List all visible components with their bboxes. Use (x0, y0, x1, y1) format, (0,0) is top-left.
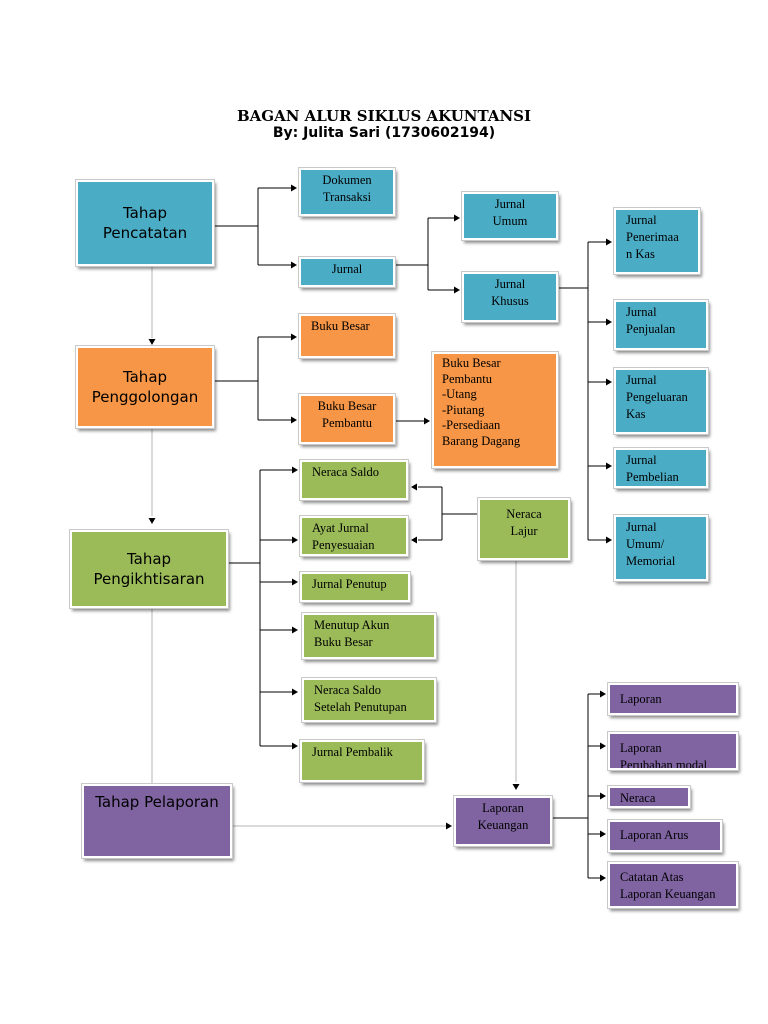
box-jurnal-label: Jurnal (331, 262, 363, 276)
arrow-jurnal-khusus (454, 286, 460, 294)
box-buku-besar-pembantu-label: Buku Besar Pembantu (317, 399, 377, 430)
box-jurnal-umum-memorial-label: Jurnal Umum/ Memorial (626, 520, 676, 568)
box-catatan-atas-laporan-keuangan: Catatan Atas Laporan Keuangan (607, 861, 739, 909)
box-jurnal-pembalik-label: Jurnal Pembalik (312, 745, 393, 759)
box-laporan-arus-label: Laporan Arus (620, 828, 689, 842)
arrow-pengeluaran-kas (606, 378, 612, 386)
box-dokumen-transaksi: Dokumen Transaksi (298, 167, 396, 217)
arrow-laporan-arus (600, 830, 606, 838)
box-dokumen-transaksi-label: Dokumen Transaksi (322, 173, 372, 204)
box-neraca-saldo: Neraca Saldo (299, 459, 409, 501)
arrow-to-penggolongan (148, 339, 156, 345)
box-catatan-atas-laporan-keuangan-label: Catatan Atas Laporan Keuangan (620, 870, 716, 901)
box-neraca-saldo-setelah-penutupan: Neraca Saldo Setelah Penutupan (301, 677, 437, 723)
arrow-neraca (600, 792, 606, 800)
box-laporan: Laporan (607, 682, 739, 716)
stage-penggolongan: Tahap Penggolongan (75, 345, 215, 429)
arrow-laporan-perubahan-modal (600, 742, 606, 750)
box-menutup-akun-buku-besar-label: Menutup Akun Buku Besar (314, 618, 390, 649)
box-buku-besar-label: Buku Besar (311, 319, 370, 333)
arrow-jurnal-penutup (292, 578, 298, 586)
arrow-dokumen-transaksi (291, 184, 297, 192)
box-jurnal-pembelian-label: Jurnal Pembelian (626, 453, 679, 484)
box-jurnal-penerimaan-kas-label: Jurnal Penerimaa n Kas (626, 213, 679, 261)
box-jurnal-khusus: Jurnal Khusus (461, 271, 559, 323)
box-neraca-label: Neraca (620, 791, 656, 805)
box-jurnal-pembalik: Jurnal Pembalik (299, 739, 425, 783)
arrow-to-laporan-keuangan (512, 784, 520, 790)
arrow-neraca-saldo (292, 466, 298, 474)
arrow-penjualan (606, 318, 612, 326)
arrow-menutup-akun (292, 626, 298, 634)
stage-pengikhtisaran-label: Tahap Pengikhtisaran (93, 550, 205, 588)
box-neraca: Neraca (607, 785, 691, 809)
box-jurnal: Jurnal (298, 256, 396, 288)
box-ayat-jurnal-penyesuaian: Ayat Jurnal Penyesuaian (299, 515, 409, 557)
arrow-pembantu-detail (424, 417, 430, 425)
box-laporan-keuangan: Laporan Keuangan (453, 795, 553, 847)
box-pembantu-detail-label: Buku Besar Pembantu -Utang -Piutang -Per… (442, 356, 521, 448)
arrow-lajur-to-neraca-saldo (411, 483, 417, 491)
box-neraca-saldo-setelah-penutupan-label: Neraca Saldo Setelah Penutupan (314, 683, 407, 714)
box-laporan-keuangan-label: Laporan Keuangan (477, 801, 529, 832)
box-jurnal-khusus-label: Jurnal Khusus (491, 277, 529, 308)
arrow-laporan (600, 690, 606, 698)
stage-pengikhtisaran: Tahap Pengikhtisaran (69, 529, 229, 609)
box-jurnal-pengeluaran-kas: Jurnal Pengeluaran Kas (613, 367, 709, 435)
arrow-lajur-to-ayat-jurnal (411, 536, 417, 544)
box-jurnal-umum-memorial: Jurnal Umum/ Memorial (613, 514, 709, 582)
stage-pelaporan-label: Tahap Pelaporan (95, 793, 219, 811)
box-neraca-lajur-label: Neraca Lajur (506, 507, 542, 538)
box-buku-besar-pembantu: Buku Besar Pembantu (298, 393, 396, 445)
box-laporan-arus: Laporan Arus (607, 819, 723, 853)
box-laporan-perubahan-modal-label: Laporan Perubahan modal (620, 741, 708, 770)
arrow-buku-besar-pembantu (291, 416, 297, 424)
arrow-pelaporan (446, 822, 452, 830)
box-laporan-perubahan-modal: Laporan Perubahan modal (607, 731, 739, 771)
arrow-ayat-jurnal-penyesuaian (292, 536, 298, 544)
arrow-to-pengikhtisaran (148, 518, 156, 524)
box-jurnal-pembelian: Jurnal Pembelian (613, 447, 709, 489)
arrow-umum-memorial (606, 536, 612, 544)
arrow-jurnal-pembalik (292, 742, 298, 750)
box-menutup-akun-buku-besar: Menutup Akun Buku Besar (301, 612, 437, 660)
box-jurnal-penutup-label: Jurnal Penutup (312, 577, 387, 591)
box-jurnal-penjualan-label: Jurnal Penjualan (626, 305, 676, 336)
diagram-title: BAGAN ALUR SIKLUS AKUNTANSI (236, 107, 532, 125)
box-laporan-label: Laporan (620, 692, 662, 706)
box-jurnal-pengeluaran-kas-label: Jurnal Pengeluaran Kas (626, 373, 688, 421)
box-jurnal-umum-label: Jurnal Umum (492, 197, 528, 228)
box-neraca-lajur: Neraca Lajur (477, 497, 571, 561)
box-pembantu-detail: Buku Besar Pembantu -Utang -Piutang -Per… (431, 351, 559, 469)
arrow-jurnal (291, 261, 297, 269)
stage-pelaporan: Tahap Pelaporan (81, 783, 233, 859)
box-neraca-saldo-label: Neraca Saldo (312, 465, 379, 479)
box-buku-besar: Buku Besar (298, 313, 396, 359)
box-jurnal-penerimaan-kas: Jurnal Penerimaa n Kas (613, 207, 701, 275)
diagram-subtitle: By: Julita Sari (1730602194) (272, 125, 496, 141)
arrow-jurnal-umum (454, 214, 460, 222)
stage-pencatatan-label: Tahap Pencatatan (102, 204, 188, 242)
box-ayat-jurnal-penyesuaian-label: Ayat Jurnal Penyesuaian (312, 521, 375, 552)
arrow-catatan-atas (600, 874, 606, 882)
arrow-neraca-saldo-setelah-penutupan (292, 688, 298, 696)
box-jurnal-penjualan: Jurnal Penjualan (613, 299, 709, 351)
arrow-pembelian (606, 462, 612, 470)
box-jurnal-umum: Jurnal Umum (461, 191, 559, 241)
arrow-penerimaan-kas (606, 238, 612, 246)
stage-pencatatan: Tahap Pencatatan (75, 179, 215, 267)
arrow-buku-besar (291, 333, 297, 341)
box-jurnal-penutup: Jurnal Penutup (299, 571, 411, 603)
stage-penggolongan-label: Tahap Penggolongan (91, 368, 199, 406)
